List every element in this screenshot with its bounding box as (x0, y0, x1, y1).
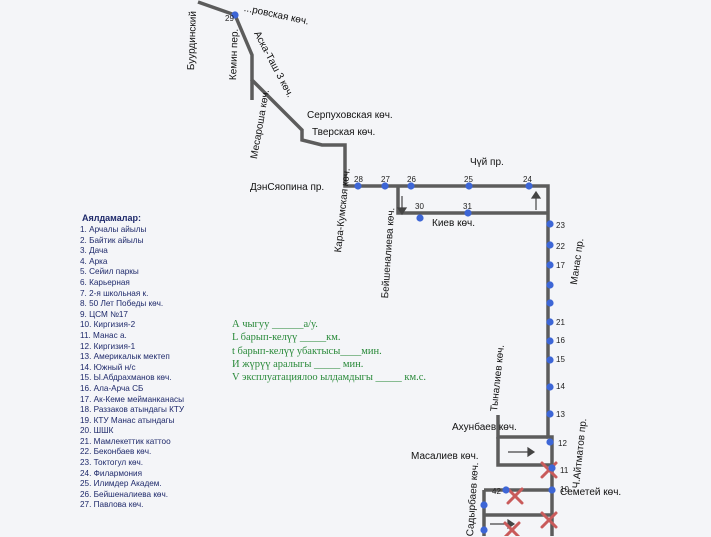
stops-legend-item: 13. Америкалык мектеп (80, 352, 170, 362)
stop-marker (465, 182, 473, 190)
stop-number: 31 (463, 202, 472, 211)
street-label-chuy: Чүй пр. (470, 157, 504, 168)
stops-legend-item: 26. Бейшеналиева көч. (80, 489, 169, 499)
route-parameter-line: А чыгуу ______а/у. (232, 319, 318, 330)
stop-marker (546, 261, 554, 269)
stop-marker (548, 464, 556, 472)
stop-marker (546, 383, 554, 391)
stop-number: 26 (407, 175, 416, 184)
stops-legend-item: 4. Арка (80, 256, 108, 266)
stop-marker (546, 356, 554, 364)
stop-marker (381, 182, 389, 190)
stop-number: 21 (556, 318, 565, 327)
stop-number: 10 (560, 485, 569, 494)
stops-legend-item: 25. Илимдер Академ. (80, 479, 162, 489)
route-parameter-line: L барып-келүү _____км. (232, 332, 341, 344)
stops-legend-item: 12. Киргизия-1 (80, 341, 136, 351)
stop-marker (354, 182, 362, 190)
stop-marker (546, 281, 554, 289)
stops-legend-item: 1. Арчалы айылы (80, 225, 147, 234)
stops-legend-item: 20. ШШК (80, 426, 114, 436)
route-line-kiev-loop (396, 186, 548, 215)
stop-marker (416, 214, 424, 222)
stop-marker (525, 182, 533, 190)
street-label-akhunbaev: Ахунбаев көч. (452, 422, 517, 433)
stop-number: 13 (556, 410, 565, 419)
street-label-serpukhovskaya: Серпуховская көч. (307, 110, 393, 121)
stop-number: 14 (556, 382, 565, 391)
stop-number: 11 (560, 466, 569, 475)
route-parameter-line: И жүрүү аралыгы _____ мин. (232, 358, 364, 370)
stops-legend-item: 15. Ы.Абдрахманов көч. (80, 373, 172, 383)
street-label-kemin: Кемин пер. (228, 28, 241, 81)
stop-marker (546, 438, 554, 446)
street-label-tverskaya: Тверская көч. (312, 127, 376, 138)
stop-number: 17 (556, 261, 565, 270)
stop-number: 23 (556, 221, 565, 230)
stop-marker (546, 337, 554, 345)
cancelled-stop-cross (506, 487, 524, 505)
stops-legend-item: 16. Ала-Арча СБ (80, 383, 144, 393)
stops-legend-item: 19. КТУ Манас атындагы (80, 415, 175, 425)
stop-marker (480, 501, 488, 509)
stop-marker (231, 11, 239, 19)
stop-number: 16 (556, 336, 565, 345)
route-line-masaliev (496, 437, 552, 467)
stop-number: 28 (354, 175, 363, 184)
stop-marker (502, 486, 510, 494)
route-parameter-line: V эксплуатациялоо ылдамдыгы _____ км.с. (232, 372, 427, 384)
stops-legend-item: 3. Дача (80, 246, 108, 256)
stops-legend-title: Аялдамалар: (82, 213, 141, 223)
stops-legend-item: 22. Беконбаев көч. (80, 447, 152, 457)
route-parameters: А чыгуу ______а/у. L барып-келүү _____км.… (232, 318, 426, 384)
stop-number: 24 (523, 175, 532, 184)
stop-number: 29 (225, 14, 234, 23)
stops-legend-item: 7. 2-я школьная к. (80, 288, 149, 298)
stops-legend-item: 10. Киргизия-2 (80, 320, 136, 330)
cancelled-stop-cross (540, 511, 558, 529)
street-label-masaliev: Масалиев көч. (411, 451, 479, 462)
stops-legend-item: 24. Филармония (80, 468, 143, 478)
stops-legend-item: 27. Павлова көч. (80, 500, 144, 510)
stops-legend-item: 5. Сейил паркы (80, 267, 139, 277)
stop-marker (548, 486, 556, 494)
street-label-buurdinsky: Буурдинский (186, 10, 200, 71)
street-label-semetey: Семетей көч. (560, 487, 622, 498)
stop-number: 27 (381, 175, 390, 184)
stop-number: 12 (558, 439, 567, 448)
stops-legend-item: 8. 50 Лет Победы көч. (80, 299, 164, 309)
route-parameter-line: t барып-келүү убактысы____мин. (232, 345, 382, 357)
stops-legend-item: 17. Ак-Кеме мейманканасы (80, 394, 185, 404)
street-label-densyaopina: ДэнСяопина пр. (250, 182, 325, 193)
stop-marker (546, 241, 554, 249)
stop-marker (546, 299, 554, 307)
stops-legend-item: 6. Карьерная (80, 277, 130, 287)
stops-legend-item: 9. ЦСМ №17 (80, 309, 128, 319)
stops-legend-item: 18. Раззаков атындагы КТУ (80, 405, 185, 415)
stop-marker (480, 526, 488, 534)
stop-number: 22 (556, 242, 565, 251)
stop-marker (546, 410, 554, 418)
stop-marker (546, 220, 554, 228)
stops-legend-item: 11. Манас а. (80, 330, 127, 340)
stop-number: 25 (464, 175, 473, 184)
stops-legend-item: 14. Южный н/с (80, 362, 136, 372)
stop-marker (546, 318, 554, 326)
stop-number: 15 (556, 355, 565, 364)
stops-legend-item: 2. Байтик айылы (80, 235, 144, 245)
street-label-kiev: Киев көч. (432, 218, 475, 229)
stop-number: 42 (492, 487, 501, 496)
stops-legend-item: 23. Токтогул көч. (80, 458, 144, 468)
stop-number: 30 (415, 202, 424, 211)
stop-marker (464, 209, 472, 217)
stops-legend-item: 21. Мамлекеттик каттоо (80, 436, 171, 446)
stop-marker (407, 182, 415, 190)
cancelled-stop-cross (503, 521, 521, 536)
